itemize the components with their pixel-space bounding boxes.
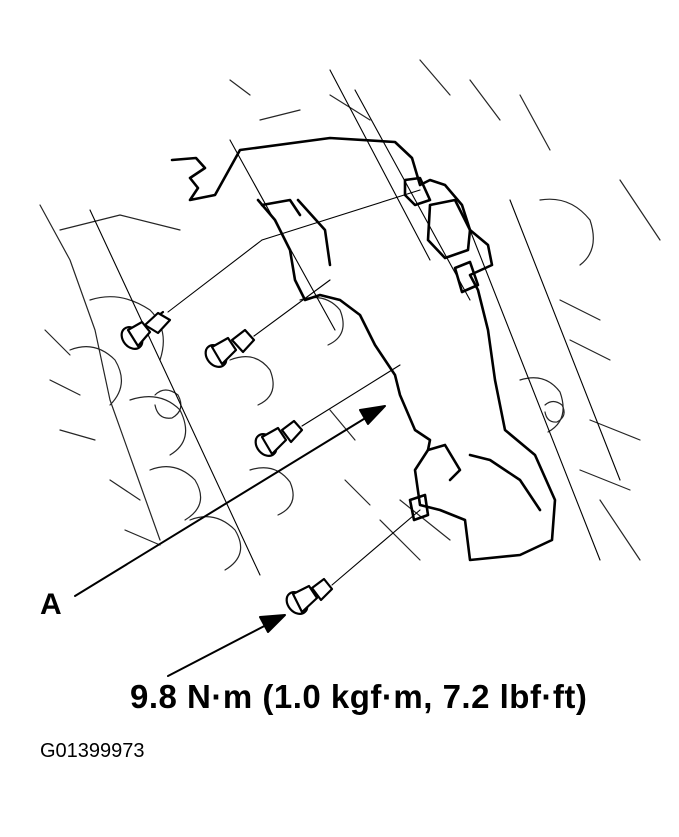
bolt-3 [254,419,304,457]
bolt-1 [120,310,172,350]
arrow-to-bolt-torque [167,614,286,677]
engine-block-background [39,59,661,571]
arrow-to-part-a [74,405,386,597]
torque-specification: 9.8 N·m (1.0 kgf·m, 7.2 lbf·ft) [130,678,588,715]
bolt-leader-lines [167,189,421,586]
bolt-4 [285,577,334,615]
alignment-lines [89,69,621,576]
bolt-2 [204,328,256,368]
part-label-a: A [40,588,62,621]
timing-belt-cover [170,136,557,562]
figure-id: G01399973 [40,740,145,762]
